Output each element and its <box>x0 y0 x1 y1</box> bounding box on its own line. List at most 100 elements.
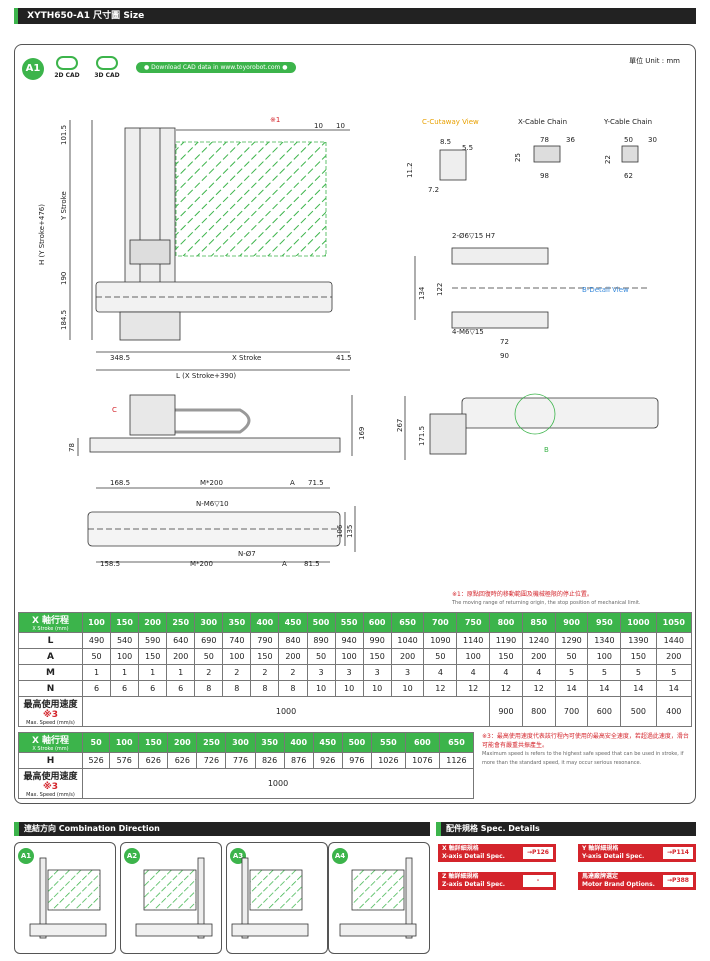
stroke-cell: 500 <box>341 732 372 753</box>
b-detail-view <box>451 247 549 265</box>
y-cable-chain <box>621 145 639 163</box>
y-stroke-label: Y Stroke <box>60 191 68 221</box>
bdetail-dim-2: 122 <box>436 283 444 296</box>
ychain-dim-1: 50 <box>624 136 633 144</box>
note-1: ※1：原點回復時的移動範圍及機械極限的停止位置。 The moving rang… <box>452 591 641 606</box>
speed-cell: 800 <box>521 696 556 727</box>
xchain-title: X-Cable Chain <box>518 118 567 126</box>
end-dim-1: 267 <box>396 419 404 432</box>
work-area-hatch <box>175 141 327 257</box>
combination-badge-a2: A2 <box>124 848 140 864</box>
stroke-cell: 400 <box>283 732 314 753</box>
cutaway-dim-4: 7.2 <box>428 186 439 194</box>
stroke-cell: 50 <box>81 732 111 753</box>
plan-dim-6: M*200 <box>190 560 213 568</box>
stroke-cell: 350 <box>222 612 252 633</box>
header-title-cn: 尺寸圖 <box>93 11 121 21</box>
stroke-cell: 200 <box>167 732 198 753</box>
plan-dim-1: 168.5 <box>110 479 130 487</box>
bdetail-dim-1: 134 <box>418 286 426 300</box>
b-label: B <box>544 446 549 454</box>
end-dim-2: 171.5 <box>418 426 426 446</box>
speed-common: 1000 <box>81 696 491 727</box>
page-header: XYTH650-A1 尺寸圖 Size <box>14 8 696 24</box>
combination-a3 <box>226 842 328 954</box>
dim-left-3: 184.5 <box>60 310 68 330</box>
bdetail-holes: 2-Ø6▽15 H7 <box>452 232 495 240</box>
stroke-cell: 650 <box>390 612 425 633</box>
header-model: XYTH650-A1 <box>27 11 91 21</box>
c-label: C <box>112 406 117 414</box>
dim-bottom-1: 348.5 <box>110 354 130 362</box>
z-axis-spec-link[interactable]: - <box>523 875 553 887</box>
cutaway-dim-2: 5.5 <box>462 144 473 152</box>
dim-bottom-2: X Stroke <box>232 354 261 362</box>
stroke-cell: 300 <box>194 612 224 633</box>
note-3: ※3：最高使用速度代表該行程內可使用的最高安全速度，若超過此速度，滑台可能會有嚴… <box>482 733 689 766</box>
cloud-icon <box>96 56 118 70</box>
dim-top-1: 10 <box>314 122 323 130</box>
h-cell: 1126 <box>438 752 475 769</box>
dim-top-2: 10 <box>336 122 345 130</box>
cad-3d-link[interactable]: 3D CAD <box>92 56 122 79</box>
combination-a4 <box>328 842 430 954</box>
combination-header: 連結方向 Combination Direction <box>14 822 430 836</box>
stroke-cell: 1050 <box>655 612 693 633</box>
y-axis-spec-link[interactable]: →P114 <box>663 847 693 859</box>
speed-cell: 400 <box>655 696 693 727</box>
l-label: L (X Stroke+390) <box>176 372 236 380</box>
speed-cell: 600 <box>587 696 622 727</box>
cutaway-dim-3: 11.2 <box>406 162 414 178</box>
xchain-dim-4: 98 <box>540 172 549 180</box>
xchain-dim-1: 78 <box>540 136 549 144</box>
end-view <box>461 397 659 429</box>
cutaway-title: C-Cutaway View <box>422 118 479 126</box>
bdetail-dim-3: 72 <box>500 338 509 346</box>
stroke-cell: 1000 <box>620 612 657 633</box>
download-cad-link[interactable]: ● Download CAD data in www.toyorobot.com… <box>136 62 296 73</box>
header-accent <box>14 8 18 24</box>
model-badge: A1 <box>22 58 44 80</box>
stroke-cell: 100 <box>109 732 140 753</box>
dim-left-1: 101.5 <box>60 125 68 145</box>
plan-dim-2: M*200 <box>200 479 223 487</box>
side-view-base <box>89 437 341 453</box>
cutaway-dim-1: 8.5 <box>440 138 451 146</box>
ychain-title: Y-Cable Chain <box>603 118 652 126</box>
plan-holes: N-Ø7 <box>238 550 256 558</box>
x-axis-spec-link[interactable]: →P126 <box>523 847 553 859</box>
stroke-cell: 250 <box>196 732 227 753</box>
stroke-cell: 600 <box>404 732 440 753</box>
plan-dim-9: 106 <box>336 524 344 538</box>
speed-common-2: 1000 <box>82 768 474 799</box>
stroke-cell: 250 <box>166 612 196 633</box>
ychain-dim-4: 62 <box>624 172 633 180</box>
plan-taps: N-M6▽10 <box>196 500 229 508</box>
cad-2d-link[interactable]: 2D CAD <box>52 56 82 79</box>
spec-header: 配件規格 Spec. Details <box>436 822 696 836</box>
xchain-dim-3: 25 <box>514 153 522 162</box>
cloud-icon <box>56 56 78 70</box>
plan-dim-4: 71.5 <box>308 479 324 487</box>
stroke-cell: 350 <box>254 732 285 753</box>
dim-bottom-3: 41.5 <box>336 354 352 362</box>
plan-dim-8: 81.5 <box>304 560 320 568</box>
speed-cell: 500 <box>620 696 657 727</box>
note-ref: ※1 <box>270 116 280 124</box>
plan-dim-3: A <box>290 479 295 487</box>
x-cable-chain <box>533 145 561 163</box>
stroke-cell: 200 <box>138 612 168 633</box>
ychain-dim-2: 30 <box>648 136 657 144</box>
technical-drawing: ※1 10 10 101.5 190 184.5 Y Stroke H (Y S… <box>38 116 659 568</box>
motor-brand-link[interactable]: →P388 <box>663 875 693 887</box>
bdetail-dim-4: 90 <box>500 352 509 360</box>
combination-a2 <box>120 842 222 954</box>
stroke-cell: 650 <box>438 732 475 753</box>
dim-side-1: 78 <box>68 443 76 452</box>
